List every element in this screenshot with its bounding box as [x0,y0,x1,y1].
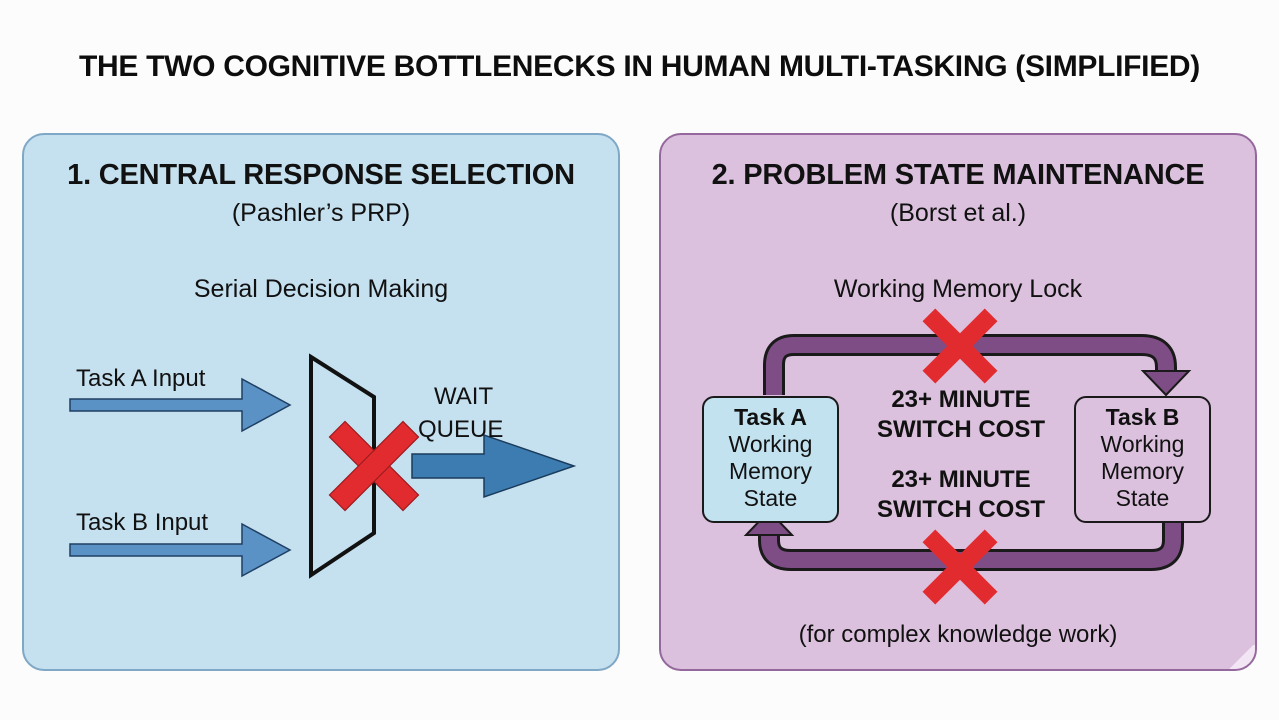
right-panel-heading: 2. PROBLEM STATE MAINTENANCE [711,159,1205,191]
serial-decision-diagram [69,353,577,579]
task-a-line: Memory [728,458,813,484]
switch-cost-bottom-line1: 23+ MINUTE [891,466,1031,493]
switch-cost-top-line2: SWITCH COST [877,416,1045,443]
switch-cost-bottom: 23+ MINUTE SWITCH COST [851,465,1071,525]
switch-cost-top-line1: 23+ MINUTE [891,386,1031,413]
left-panel-caption: Serial Decision Making [193,275,449,303]
block-x-icon [328,420,420,512]
right-panel-footnote: (for complex knowledge work) [798,621,1118,648]
diagram-title: THE TWO COGNITIVE BOTTLENECKS IN HUMAN M… [79,50,1200,83]
left-panel-subheading: (Pashler’s PRP) [231,199,411,227]
arrowhead-into-task-a [743,509,795,536]
task-b-state-box: Task B Working Memory State [1074,396,1211,523]
top-block-x-icon [922,308,998,384]
task-b-line: Memory [1100,458,1185,484]
task-a-input-arrow [69,377,292,433]
task-b-input-label: Task B Input [76,509,209,536]
bottom-block-x-icon [922,529,998,605]
task-b-title: Task B [1105,404,1180,430]
switch-cost-top: 23+ MINUTE SWITCH COST [851,385,1071,445]
left-panel-heading: 1. CENTRAL RESPONSE SELECTION [67,159,575,191]
right-panel-subheading: (Borst et al.) [889,199,1027,227]
task-b-line: Working [1100,431,1185,457]
task-a-line: Working [728,431,813,457]
arrowhead-into-task-b [1140,370,1192,397]
bottleneck-gate-icon [309,353,376,579]
switch-cost-bottom-line2: SWITCH COST [877,496,1045,523]
task-a-input-label: Task A Input [76,365,206,392]
task-b-input-arrow [69,522,292,578]
wait-label: WAIT [434,383,494,410]
task-a-state-box: Task A Working Memory State [702,396,839,523]
right-panel-caption: Working Memory Lock [833,275,1083,303]
working-memory-loop-diagram [743,308,1192,605]
task-a-title: Task A [734,404,807,430]
problem-state-maintenance-panel: 2. PROBLEM STATE MAINTENANCE (Borst et a… [659,133,1257,671]
task-a-line: State [743,485,798,511]
queue-label: QUEUE [418,416,504,443]
output-arrow [411,433,577,499]
central-response-selection-panel: 1. CENTRAL RESPONSE SELECTION (Pashler’s… [22,133,620,671]
task-b-line: State [1115,485,1170,511]
